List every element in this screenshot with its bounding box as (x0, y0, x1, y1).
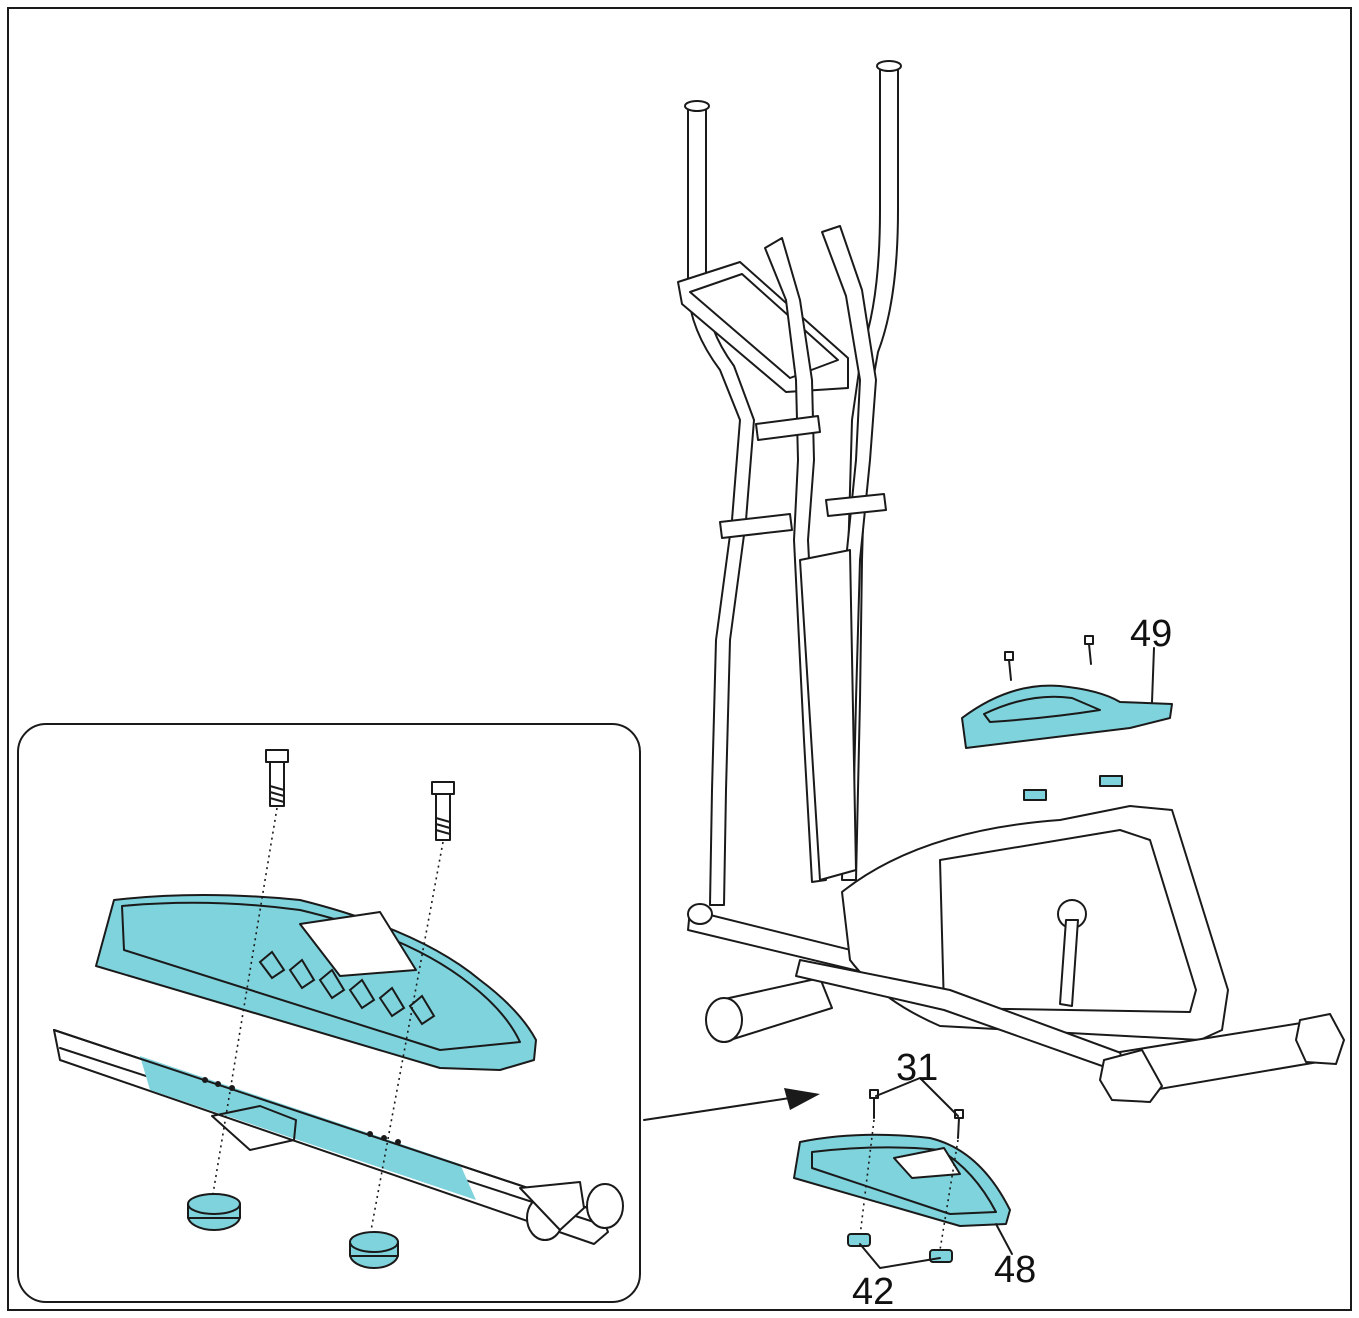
callout-49: 49 (1130, 613, 1172, 655)
detail-knob-nut (187, 1193, 241, 1231)
callout-42: 42 (852, 1271, 894, 1313)
leader-line-49 (1151, 647, 1155, 703)
leader-line-31 (875, 1077, 959, 1117)
nut (1099, 775, 1123, 787)
rear-cover-part-49 (961, 684, 1173, 749)
leader-line-48 (995, 1223, 1013, 1255)
elliptical-trainer (677, 60, 1345, 1103)
pedal-part-48 (793, 1133, 1011, 1227)
detail-bolt (265, 749, 289, 807)
leader-line-42 (859, 1243, 941, 1269)
callout-31: 31 (896, 1047, 938, 1089)
screw (1084, 635, 1094, 665)
screw (1004, 651, 1014, 681)
outer-frame (7, 7, 1352, 1311)
detail-inset (17, 723, 641, 1303)
pedal-assembly-small (793, 1077, 1013, 1269)
knob-nut (847, 1233, 871, 1247)
callout-48: 48 (994, 1249, 1036, 1291)
detail-arrow (643, 1088, 820, 1121)
rail-highlight (140, 1056, 476, 1200)
knob-nut (929, 1249, 953, 1263)
detail-bolt (431, 781, 455, 841)
nut (1023, 789, 1047, 801)
detail-pedal (95, 894, 537, 1071)
part-49-assembly (961, 635, 1173, 801)
detail-knob-nut (349, 1231, 399, 1269)
